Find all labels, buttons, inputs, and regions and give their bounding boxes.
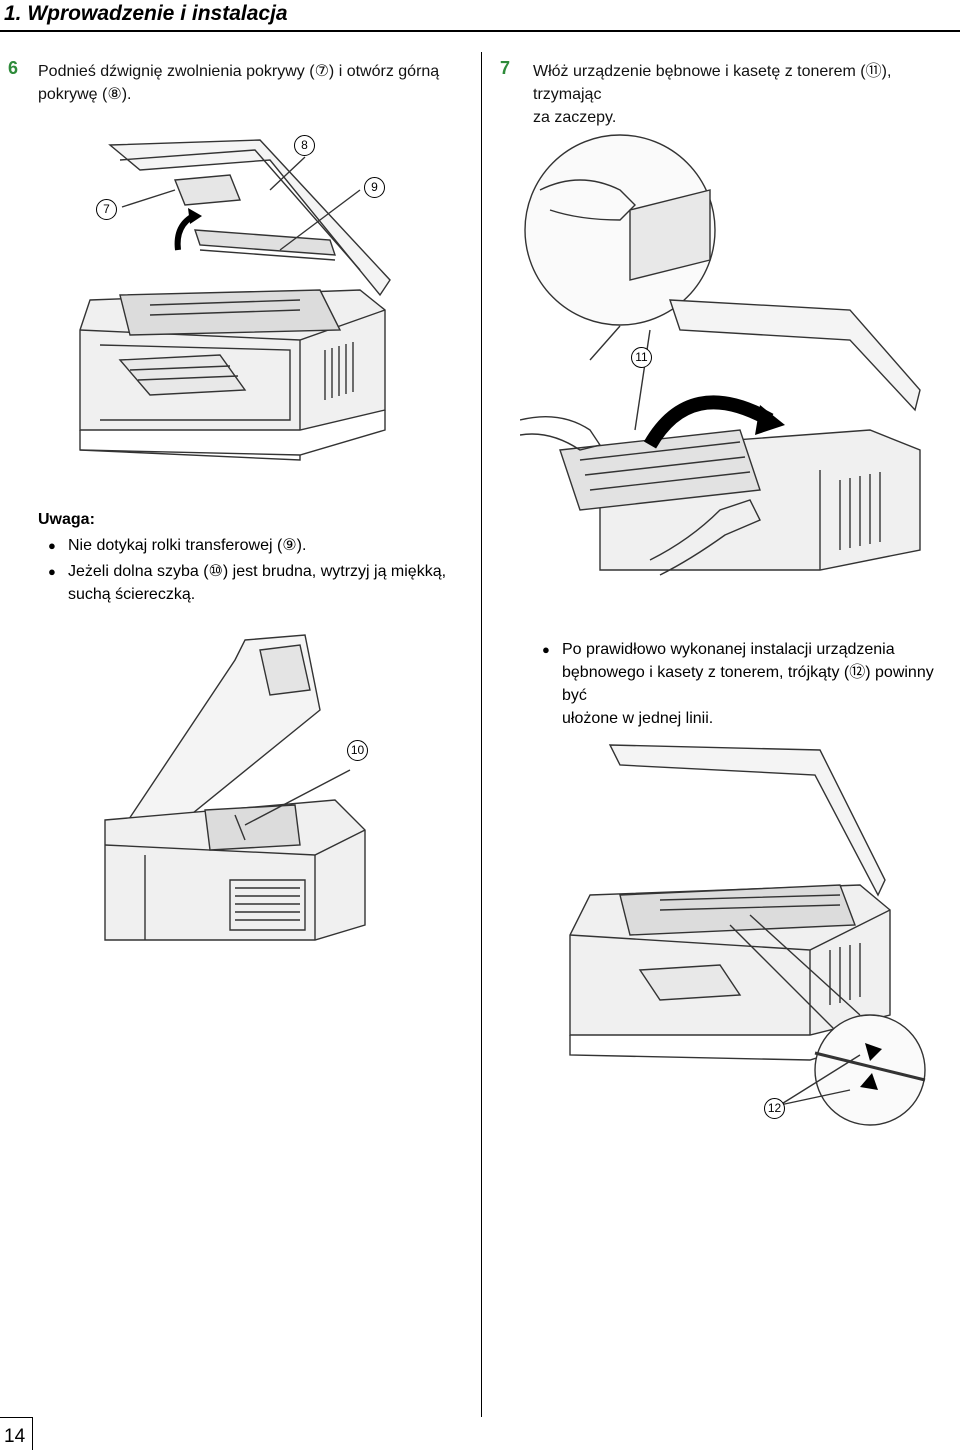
figure-insert-drum (520, 134, 921, 576)
note-right-line-3: ułożone w jednej linii. (562, 710, 714, 727)
callout-10: 10 (347, 740, 368, 761)
figure-open-cover (79, 139, 391, 461)
callout-8: 8 (294, 135, 315, 156)
step-6-line-1: Podnieś dźwignię zwolnienia pokrywy (⑦) … (38, 63, 440, 80)
bullet-dot: ● (48, 564, 56, 579)
page-header: 1. Wprowadzenie i instalacja (0, 0, 960, 32)
note-bullet-2-line-2: suchą ściereczką. (68, 586, 196, 603)
page-number: 14 (4, 1426, 26, 1447)
note-bullet-2-line-1: Jeżeli dolna szyba (⑩) jest brudna, wytr… (68, 563, 447, 580)
step-7-text: Włóż urządzenie bębnowe i kasetę z toner… (533, 60, 960, 129)
footer-box (0, 1417, 33, 1450)
callout-12: 12 (764, 1098, 785, 1119)
bullet-dot: ● (48, 538, 56, 553)
note-title: Uwaga: (38, 511, 95, 528)
note-bullet-1-text: Nie dotykaj rolki transferowej (⑨). (68, 537, 307, 554)
step-6-line-2: pokrywę (⑧). (38, 86, 132, 103)
note-right-line-2: bębnowego i kasety z tonerem, trójkąty (… (562, 664, 934, 704)
figure-lower-glass (104, 634, 366, 941)
callout-9: 9 (364, 177, 385, 198)
step-6-number: 6 (8, 58, 19, 78)
step-7-number: 7 (500, 58, 511, 78)
section-title: 1. Wprowadzenie i instalacja (4, 2, 288, 25)
callout-11: 11 (631, 347, 652, 368)
note-right-line-1: Po prawidłowo wykonanej instalacji urząd… (562, 641, 895, 658)
column-divider (481, 52, 482, 1417)
step-7-line-2: za zaczepy. (533, 109, 617, 126)
bullet-dot: ● (542, 642, 550, 657)
step-6-text: Podnieś dźwignię zwolnienia pokrywy (⑦) … (38, 60, 439, 106)
note-bullet-2: ● Jeżeli dolna szyba (⑩) jest brudna, wy… (48, 560, 447, 606)
note-bullet-1: ● Nie dotykaj rolki transferowej (⑨). (48, 534, 307, 557)
callout-7: 7 (96, 199, 117, 220)
figure-triangles-aligned (569, 744, 926, 1126)
note-right: ● Po prawidłowo wykonanej instalacji urz… (542, 638, 960, 730)
step-7-line-1: Włóż urządzenie bębnowe i kasetę z toner… (533, 63, 892, 103)
